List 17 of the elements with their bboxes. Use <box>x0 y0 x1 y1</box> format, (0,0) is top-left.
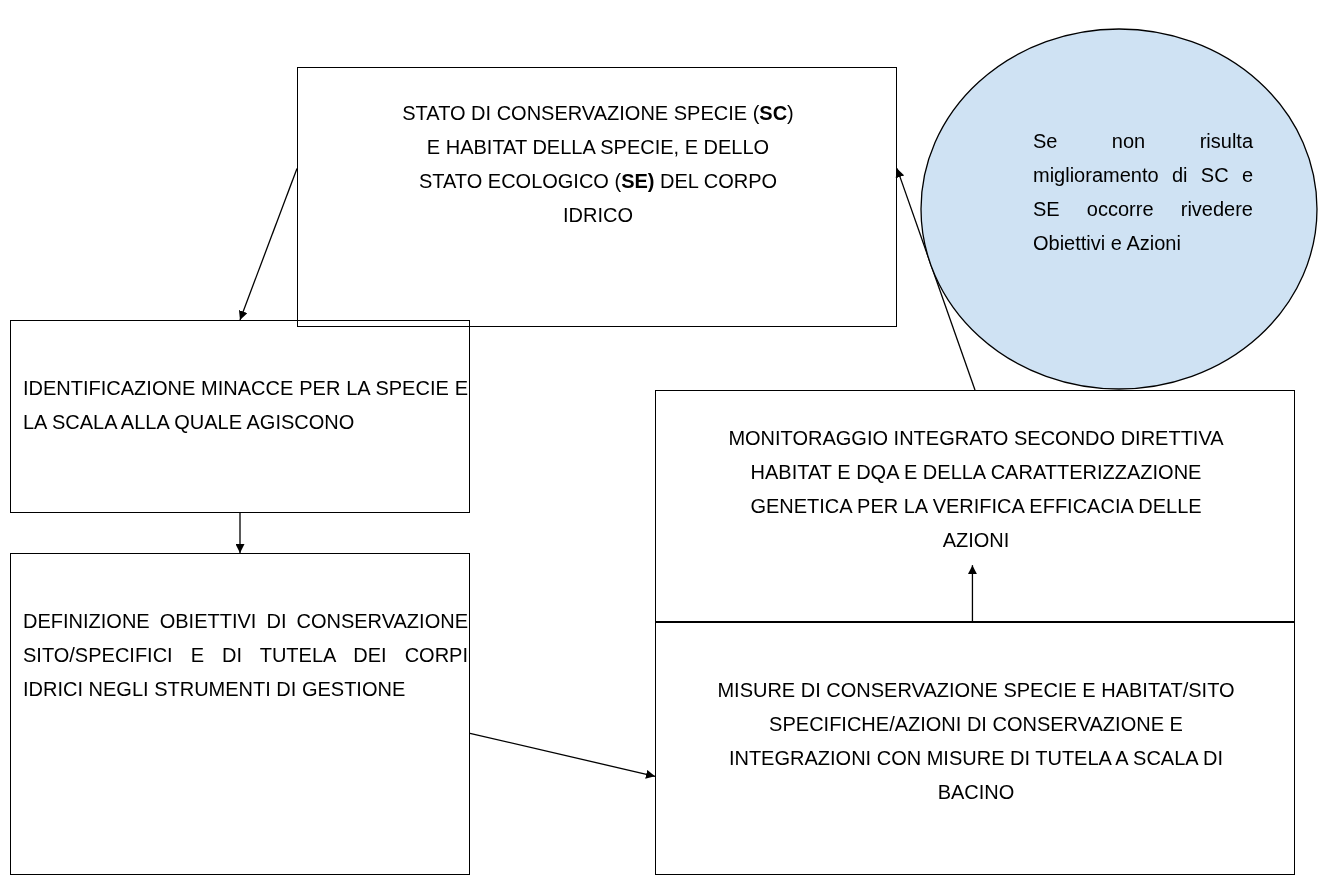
arrow <box>238 167 298 321</box>
note-text: Se non risulta miglioramento di SC e SE occorre rivedere Obiettivi e Azioni <box>1033 129 1253 256</box>
box-text: MISURE DI CONSERVAZIONE SPECIE E HABITAT/SITO SPECIFICHE/AZIONI DI CONSERVAZIONE E INTEGRAZIONI CON MISURE DI TUTELA A SCALA DI BACINO <box>716 678 1236 805</box>
box-text: DEFINIZIONE OBIETTIVI DI CONSERVAZIONE SITO/SPECIFICI E DI TUTELA DEI CORPI IDRICI NEGLI STRUMENTI DI GESTIONE <box>23 609 468 702</box>
arrow <box>895 167 976 391</box>
process-box <box>10 553 470 875</box>
box-text: STATO DI CONSERVAZIONE SPECIE (SC) E HABITAT DELLA SPECIE, E DELLO STATO ECOLOGICO (SE) DEL CORPO IDRICO <box>401 101 795 228</box>
box-text: MONITORAGGIO INTEGRATO SECONDO DIRETTIVA HABITAT E DQA E DELLA CARATTERIZZAZIONE GENETICA PER LA VERIFICA EFFICACIA DELLE AZIONI <box>727 426 1225 553</box>
arrow <box>967 564 977 623</box>
arrow <box>235 512 245 554</box>
box-text: IDENTIFICAZIONE MINACCE PER LA SPECIE E LA SCALA ALLA QUALE AGISCONO <box>23 376 468 435</box>
process-box <box>655 622 1295 875</box>
process-box <box>297 67 897 327</box>
note-ellipse <box>920 28 1318 390</box>
arrow <box>469 732 656 779</box>
process-box <box>655 390 1295 622</box>
process-box <box>10 320 470 513</box>
